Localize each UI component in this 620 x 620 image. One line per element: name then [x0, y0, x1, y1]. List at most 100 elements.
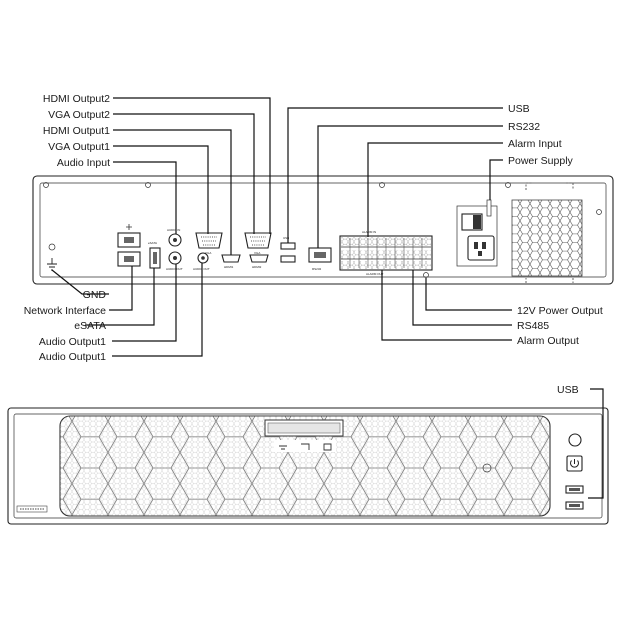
leader-network-interface	[109, 266, 133, 311]
esata-contacts	[153, 252, 157, 264]
esata-port: eSATA	[148, 241, 161, 269]
hdmi2-mark: HDMI2	[252, 265, 262, 269]
screw	[505, 182, 511, 188]
vga-port-2: VGA	[244, 232, 272, 255]
esata-mark: eSATA	[148, 241, 157, 245]
label-hdmi-output1: HDMI Output1	[43, 125, 110, 137]
fan-outline-marks	[525, 182, 574, 283]
power-supply	[456, 199, 498, 267]
leader-hdmi-output1	[113, 129, 232, 255]
screw	[43, 182, 49, 188]
hdmi-port-1: HDMI1	[221, 254, 241, 269]
rs232-contacts	[314, 252, 326, 258]
leader-audio-output1-b	[112, 263, 203, 357]
model-badge	[16, 505, 48, 513]
screw	[379, 182, 385, 188]
label-audio-output1-a: Audio Output1	[39, 336, 106, 348]
status-led-icons	[279, 443, 332, 451]
rear-panel: eSATA AUDIO IN AUDIO OUT AUDIO OUT VGA H…	[32, 175, 614, 285]
hdmi-port-2: HDMI2	[249, 254, 269, 269]
leader-alarm-input	[367, 142, 503, 237]
rj45-contacts	[124, 256, 134, 262]
audio-out-2-center	[201, 256, 205, 260]
ir-receiver-icon	[568, 433, 582, 447]
leader-esata	[85, 268, 155, 326]
fuse-tab	[486, 199, 492, 217]
leader-audio-input	[113, 161, 177, 234]
vga1-mark: VGA	[205, 251, 211, 255]
label-alarm-input: Alarm Input	[508, 138, 562, 150]
rear-labels: HDMI Output2 VGA Output2 HDMI Output1 VG…	[24, 93, 603, 363]
leader-12v-power-output	[425, 278, 512, 311]
vga2-mark: VGA	[254, 251, 260, 255]
rs232-mark: RS232	[312, 267, 322, 271]
audio-in-center	[173, 238, 177, 242]
leader-lines-bottom	[51, 263, 512, 357]
alarm-in-mark: ALARM IN	[362, 230, 376, 234]
front-inner-frame	[13, 413, 603, 519]
power-inlet-pin	[474, 242, 478, 249]
audio-out-mark: AUDIO OUT	[166, 267, 183, 271]
alarm-out-mark: ALARM OUT	[366, 272, 384, 276]
vga1-pins	[201, 236, 217, 246]
leader-lines-top	[113, 97, 503, 255]
leader-usb-front	[588, 388, 604, 499]
leader-hdmi-output2	[113, 97, 271, 234]
label-network-interface: Network Interface	[24, 305, 106, 317]
usb-port-1	[280, 242, 296, 250]
label-esata: eSATA	[74, 320, 106, 332]
fan-vent-honeycomb	[511, 199, 583, 277]
label-usb-front: USB	[557, 384, 579, 396]
front-usb-contacts	[569, 488, 580, 491]
network-ports	[117, 224, 141, 267]
label-power-supply: Power Supply	[508, 155, 574, 167]
power-supply-plate	[456, 205, 498, 267]
power-inlet-pin	[478, 251, 482, 256]
usb-mark: USB	[283, 236, 289, 240]
terminal-separators	[349, 238, 423, 268]
front-usb-contacts	[569, 504, 580, 507]
leader-usb-rear	[287, 107, 503, 243]
hdmi1-shell	[221, 254, 241, 263]
power-inlet-pin	[482, 242, 486, 249]
vga2-pins	[250, 236, 266, 246]
rear-inner-frame	[39, 182, 607, 278]
label-vga-output2: VGA Output2	[48, 109, 110, 121]
leader-alarm-output	[381, 270, 512, 341]
bezel-lock-icon	[482, 463, 492, 473]
rj45-contacts	[124, 237, 134, 243]
label-audio-input: Audio Input	[57, 157, 110, 169]
label-rs232: RS232	[508, 121, 540, 133]
leader-rs232	[317, 125, 503, 248]
leader-audio-output1-a	[112, 264, 177, 342]
audio-out-center	[173, 256, 177, 260]
screw	[145, 182, 151, 188]
usb-port-2	[280, 255, 296, 263]
terminal-ground-screw	[423, 272, 429, 278]
label-rs485: RS485	[517, 320, 549, 332]
label-usb-rear: USB	[508, 103, 530, 115]
leader-power-supply	[489, 159, 503, 200]
label-audio-output1-b: Audio Output1	[39, 351, 106, 363]
screw	[596, 209, 602, 215]
ground-icon	[47, 258, 57, 271]
front-indicator-strip	[274, 440, 336, 452]
front-bezel-mesh	[60, 416, 550, 516]
audio-in-mark: AUDIO IN	[167, 228, 180, 232]
power-button-icon	[570, 459, 579, 468]
front-panel	[7, 407, 609, 525]
hdmi1-mark: HDMI1	[224, 265, 234, 269]
leader-gnd	[51, 269, 109, 295]
label-hdmi-output2: HDMI Output2	[43, 93, 110, 105]
label-gnd: GND	[83, 289, 107, 301]
hdmi2-shell	[249, 254, 269, 263]
rs232-port: RS232	[308, 247, 332, 271]
power-inlet	[467, 235, 495, 261]
leader-rs485	[412, 270, 512, 326]
label-12v-power-output: 12V Power Output	[517, 305, 603, 317]
leader-vga-output2	[113, 113, 255, 234]
label-vga-output1: VGA Output1	[48, 141, 110, 153]
power-switch-rocker	[473, 215, 481, 229]
gnd-screw	[48, 243, 56, 251]
